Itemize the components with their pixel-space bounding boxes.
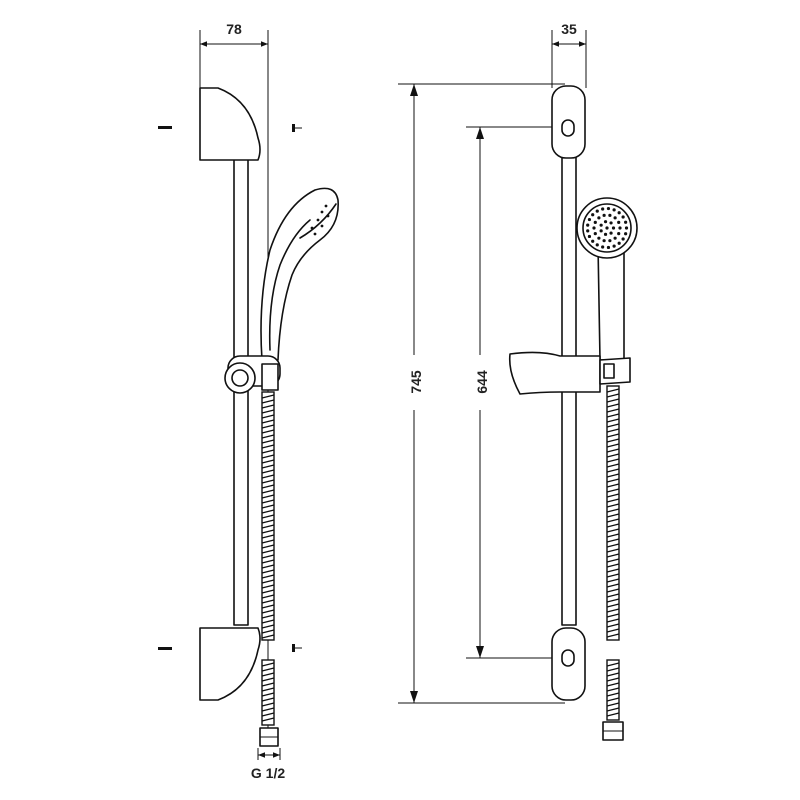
- side-hose-nut: [259, 727, 279, 747]
- front-hose: [606, 385, 620, 721]
- dimension-total-height: 745: [398, 83, 565, 704]
- side-bottom-bracket: [199, 627, 261, 701]
- total-height-label: 745: [408, 370, 424, 394]
- side-top-bracket: [199, 87, 261, 161]
- front-bottom-bracket: [551, 627, 586, 701]
- front-width-label: 35: [561, 21, 577, 37]
- side-view: 78: [158, 21, 339, 781]
- spray-face: [299, 203, 337, 239]
- side-slider: [224, 355, 281, 394]
- dimension-thread: G 1/2: [251, 748, 285, 781]
- side-width-label: 78: [226, 21, 242, 37]
- front-handshower: [576, 197, 638, 361]
- screw-icon: [158, 124, 302, 652]
- front-top-bracket: [551, 85, 586, 159]
- front-spray-dots: [586, 206, 629, 250]
- front-slider: [508, 351, 631, 395]
- dimension-front-width: 35: [551, 21, 587, 88]
- side-handshower: [260, 187, 339, 361]
- thread-label: G 1/2: [251, 765, 285, 781]
- dimension-bracket-spacing: 644: [466, 126, 565, 659]
- side-hose: [261, 391, 275, 726]
- bracket-spacing-label: 644: [474, 370, 490, 394]
- front-view: 35 745 644: [398, 21, 638, 741]
- front-hose-nut: [602, 721, 624, 741]
